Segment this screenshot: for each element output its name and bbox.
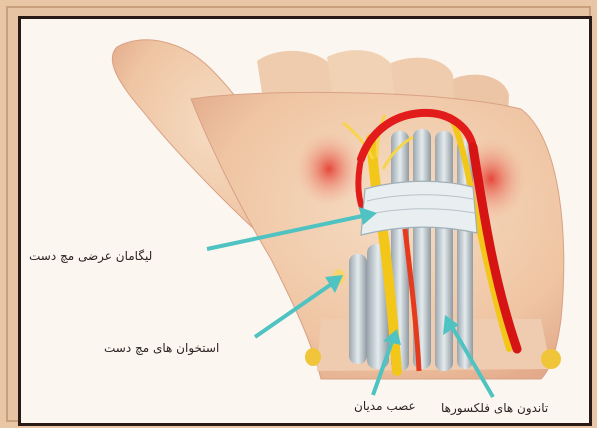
label-flexor-tendons: تاندون های فلکسورها xyxy=(441,401,548,415)
label-median-nerve: عصب مدیان xyxy=(354,399,416,413)
label-wrist-bones: استخوان های مچ دست xyxy=(104,341,219,355)
wrist-anatomy-illustration xyxy=(21,19,589,423)
illustration-frame: لیگامان عرضی مچ دست استخوان های مچ دست ع… xyxy=(6,6,591,422)
pisiform-detail xyxy=(305,348,321,366)
radius-detail xyxy=(541,349,561,369)
label-transverse-ligament: لیگامان عرضی مچ دست xyxy=(29,249,152,263)
inflammation-left xyxy=(295,131,363,207)
transverse-ligament-band xyxy=(361,181,477,235)
illustration-panel: لیگامان عرضی مچ دست استخوان های مچ دست ع… xyxy=(18,16,592,426)
